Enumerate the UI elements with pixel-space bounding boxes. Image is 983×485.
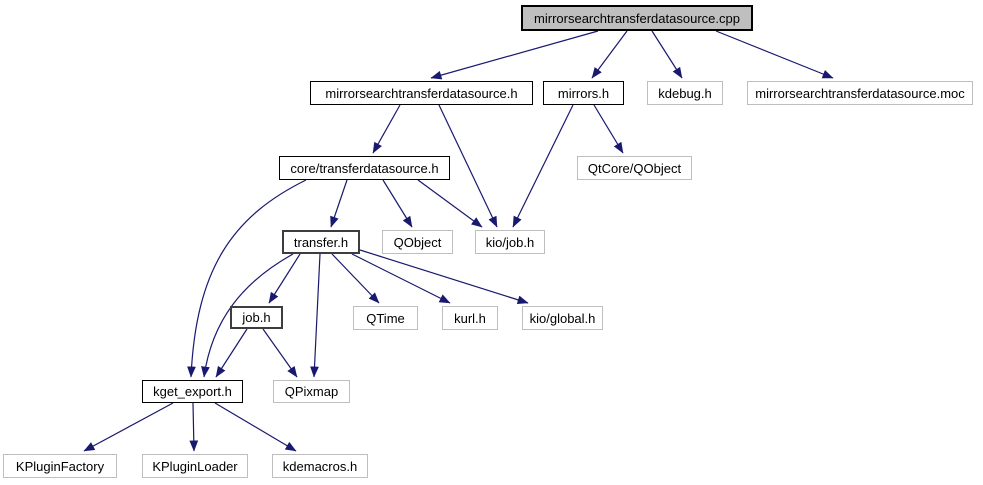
node-qobject: QObject bbox=[382, 230, 453, 254]
node-kpluginloader: KPluginLoader bbox=[142, 454, 248, 478]
node-mirrorsearchtransferdatasource-moc: mirrorsearchtransferdatasource.moc bbox=[747, 81, 973, 105]
node-mirrorsearchtransferdatasource-h[interactable]: mirrorsearchtransferdatasource.h bbox=[310, 81, 533, 105]
edge-kget-to-loader bbox=[189, 402, 199, 452]
edge-core-to-kiojob bbox=[417, 179, 483, 228]
edge-mirrors-to-qtcore bbox=[593, 104, 624, 154]
edge-cpp-to-kdebug bbox=[651, 30, 683, 79]
edge-core-to-qobject bbox=[382, 179, 413, 228]
edge-kget-to-kdemacros bbox=[214, 402, 297, 452]
node-qpixmap: QPixmap bbox=[273, 380, 350, 403]
node-kio-job-h: kio/job.h bbox=[475, 230, 545, 254]
node-kget-export-h[interactable]: kget_export.h bbox=[142, 380, 243, 403]
node-qtime: QTime bbox=[353, 306, 418, 330]
edge-h-to-kiojob bbox=[438, 104, 498, 228]
edge-cpp-to-h bbox=[430, 30, 599, 80]
edge-transfer-to-qtime bbox=[331, 253, 380, 304]
edge-job-to-qpixmap bbox=[262, 328, 298, 378]
edge-kget-to-factory bbox=[83, 402, 174, 452]
edge-core-to-transfer bbox=[330, 179, 348, 228]
edge-mirrors-to-kiojob bbox=[512, 104, 574, 228]
edge-cpp-to-mirrors bbox=[591, 30, 628, 79]
edge-job-to-kget bbox=[215, 328, 248, 378]
edge-transfer-to-job bbox=[268, 253, 301, 304]
node-transfer-h[interactable]: transfer.h bbox=[282, 230, 360, 254]
node-mirrors-h[interactable]: mirrors.h bbox=[543, 81, 624, 105]
edge-core-to-kget bbox=[187, 179, 307, 378]
node-kurl-h: kurl.h bbox=[442, 306, 498, 330]
edge-h-to-core bbox=[372, 104, 401, 154]
edge-transfer-to-kget bbox=[201, 253, 294, 378]
node-core-transferdatasource-h[interactable]: core/transferdatasource.h bbox=[279, 156, 450, 180]
node-kio-global-h: kio/global.h bbox=[522, 306, 603, 330]
node-kpluginfactory: KPluginFactory bbox=[3, 454, 117, 478]
edge-transfer-to-kurl bbox=[351, 253, 451, 304]
node-kdebug-h: kdebug.h bbox=[647, 81, 723, 105]
edge-transfer-to-qpixmap bbox=[310, 253, 321, 378]
node-qtcore-qobject: QtCore/QObject bbox=[577, 156, 692, 180]
node-job-h[interactable]: job.h bbox=[230, 306, 283, 329]
edge-cpp-to-moc bbox=[715, 30, 834, 79]
node-kdemacros-h: kdemacros.h bbox=[272, 454, 368, 478]
node-mirrorsearchtransferdatasource-cpp: mirrorsearchtransferdatasource.cpp bbox=[521, 5, 753, 31]
edge-transfer-to-kioglobal bbox=[359, 249, 529, 305]
